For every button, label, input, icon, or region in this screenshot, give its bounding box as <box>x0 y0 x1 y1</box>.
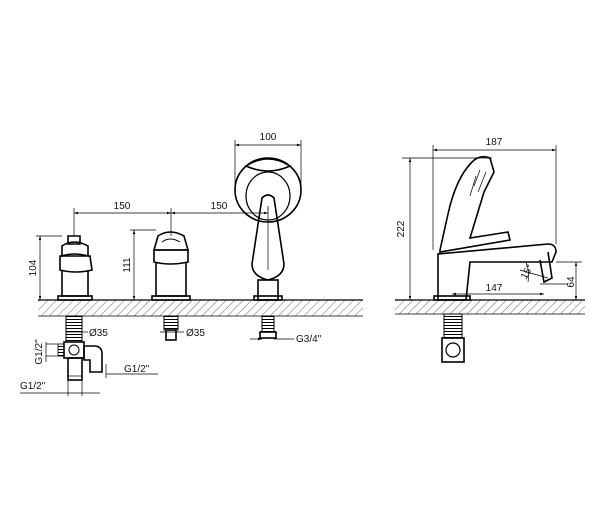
dim-spout-length: 187 <box>432 137 557 250</box>
svg-text:15°: 15° <box>519 263 536 282</box>
dim-thread-vertical: G1/2" <box>34 339 58 365</box>
dim-hand-shower-width: 100 <box>234 132 302 190</box>
svg-text:111: 111 <box>122 257 133 273</box>
svg-text:222: 222 <box>396 220 407 237</box>
dim-reach: 147 <box>452 283 544 296</box>
deck-side-view <box>395 299 585 315</box>
dim-thread-bottom: G1/2" <box>20 380 100 396</box>
svg-text:G3/4": G3/4" <box>296 334 322 345</box>
svg-text:147: 147 <box>486 283 503 294</box>
dim-height-middle: 111 <box>122 229 156 300</box>
dim-outlet-height: 64 <box>556 261 582 300</box>
dim-diameter-middle: Ø35 <box>160 328 205 339</box>
spout-side-view <box>433 155 568 363</box>
dim-thread-hand-shower: G3/4" <box>250 334 322 345</box>
svg-text:Ø35: Ø35 <box>186 328 205 339</box>
middle-valve <box>151 231 191 341</box>
dim-height-total: 222 <box>396 157 492 300</box>
left-valve <box>57 235 103 381</box>
dim-spacing-right: 150 <box>211 201 228 212</box>
dim-spacing: 150 150 <box>73 201 269 236</box>
svg-text:100: 100 <box>260 132 277 143</box>
svg-text:Ø35: Ø35 <box>89 328 108 339</box>
dim-diameter-left: Ø35 <box>66 328 108 339</box>
svg-text:G1/2": G1/2" <box>124 364 150 375</box>
dim-thread-side: G1/2" <box>105 364 158 378</box>
svg-text:64: 64 <box>566 276 577 288</box>
svg-text:104: 104 <box>28 259 39 276</box>
svg-text:187: 187 <box>486 137 503 148</box>
dim-spacing-left: 150 <box>114 201 131 212</box>
dim-height-left: 104 <box>28 235 62 300</box>
svg-text:G1/2": G1/2" <box>20 381 46 392</box>
svg-text:G1/2": G1/2" <box>34 339 45 365</box>
deck-front-view <box>38 299 363 317</box>
